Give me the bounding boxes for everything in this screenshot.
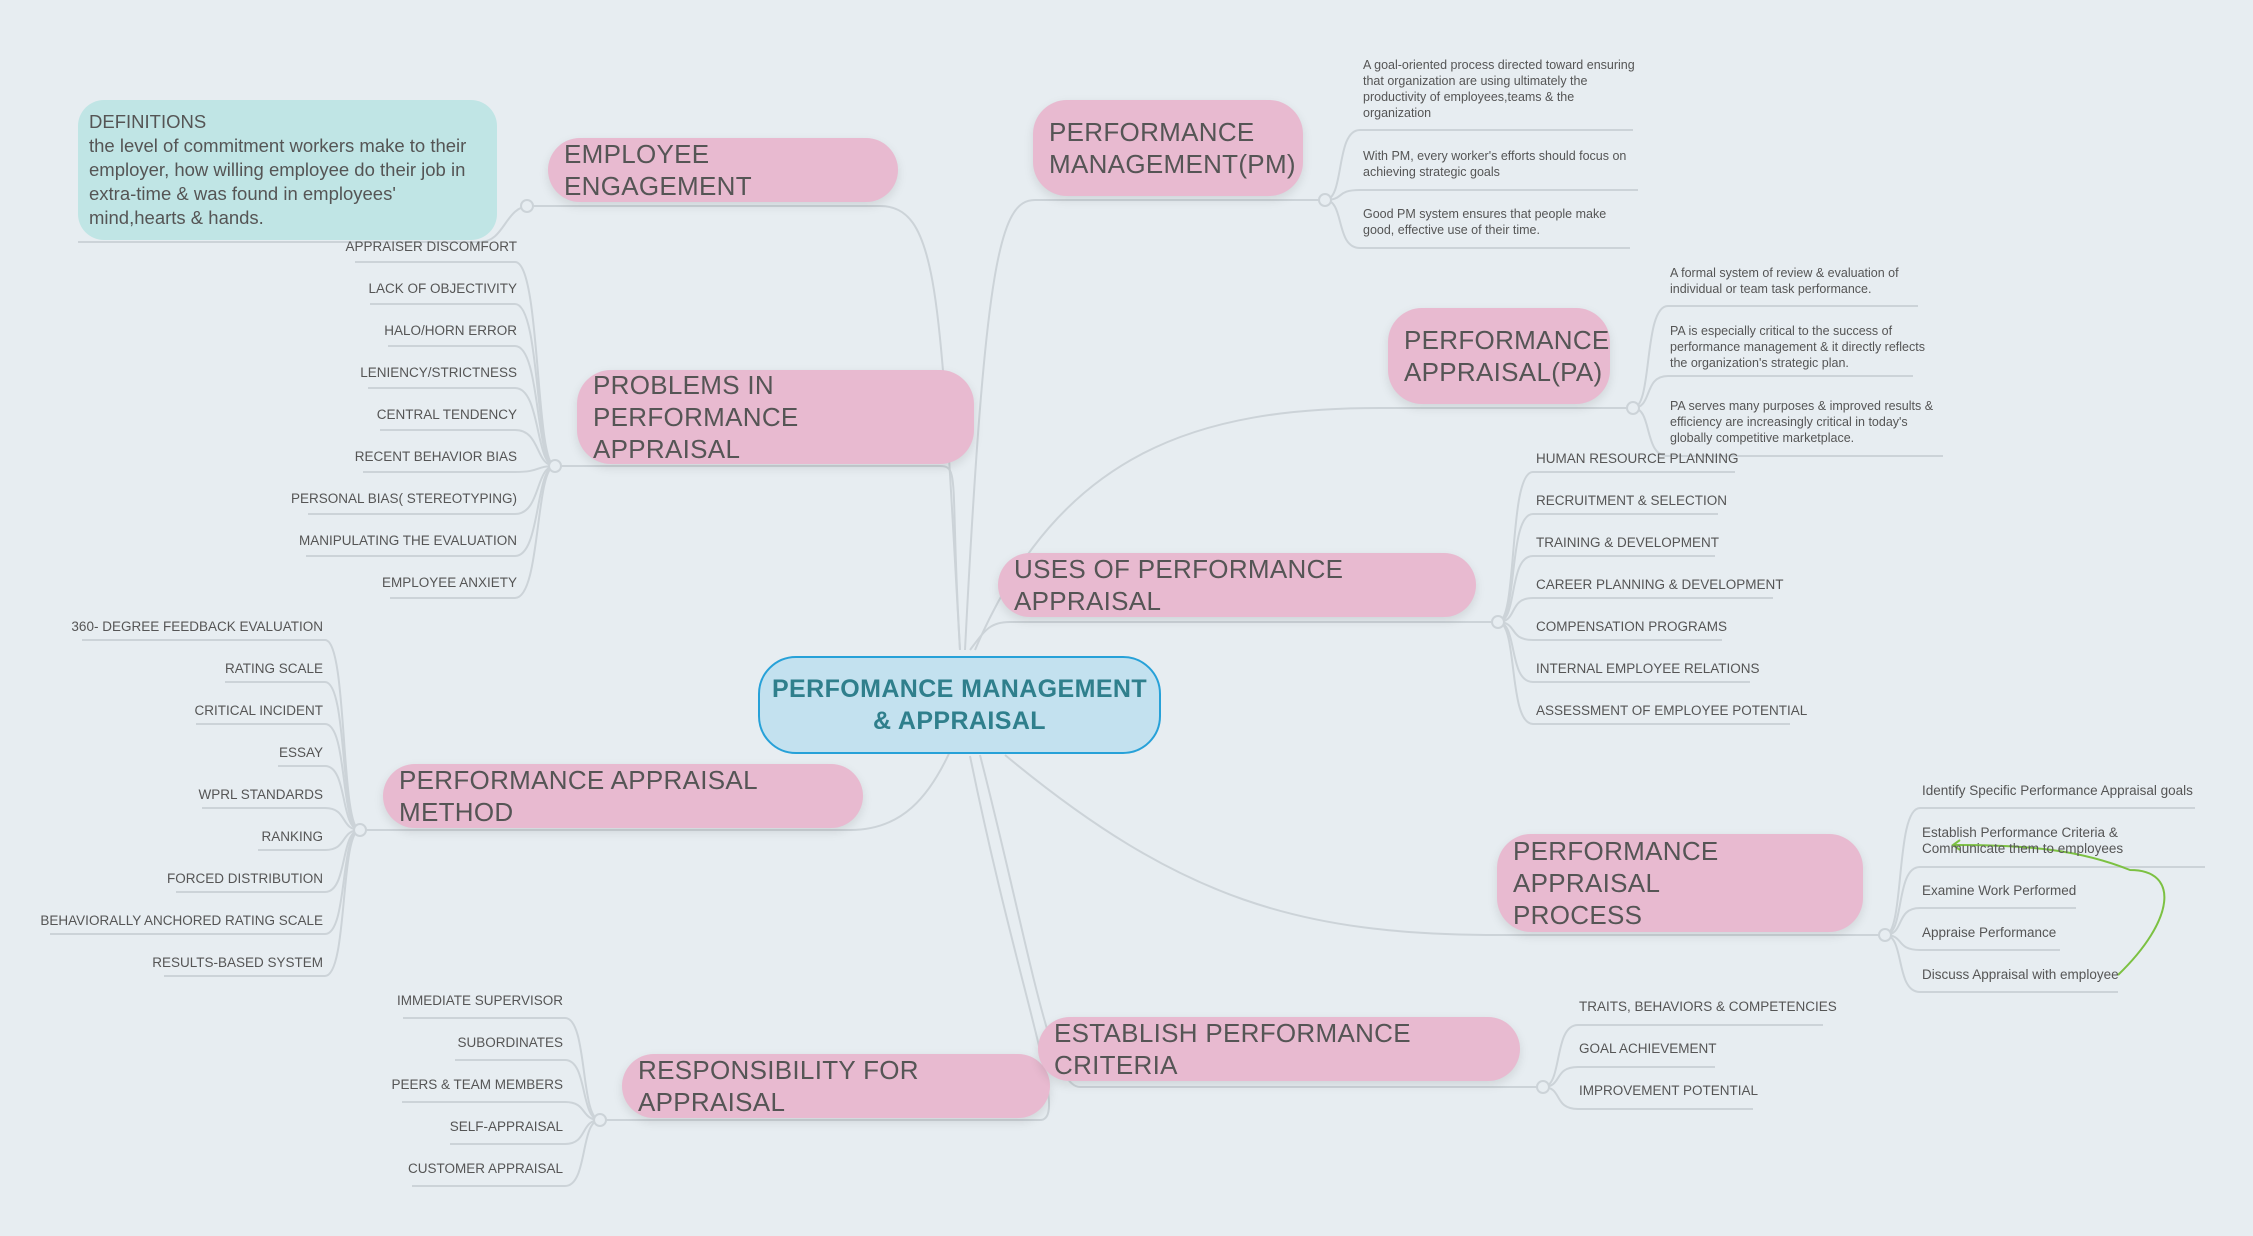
topic-performance-management[interactable]: PERFORMANCE MANAGEMENT(PM): [1033, 100, 1303, 196]
criteria-item[interactable]: IMPROVEMENT POTENTIAL: [1579, 1083, 1759, 1098]
definition-text: the level of commitment workers make to …: [89, 135, 467, 228]
problem-item[interactable]: HALO/HORN ERROR: [384, 323, 517, 338]
topic-establish-performance-criteria[interactable]: ESTABLISH PERFORMANCE CRITERIA: [1038, 1017, 1520, 1081]
use-item[interactable]: HUMAN RESOURCE PLANNING: [1536, 451, 1739, 466]
problem-item[interactable]: CENTRAL TENDENCY: [376, 407, 517, 422]
topic-performance-appraisal-process[interactable]: PERFORMANCE APPRAISAL PROCESS: [1497, 834, 1863, 932]
process-step[interactable]: Identify Specific Performance Appraisal …: [1922, 783, 2193, 798]
topic-employee-engagement[interactable]: EMPLOYEE ENGAGEMENT: [548, 138, 898, 202]
use-item[interactable]: COMPENSATION PROGRAMS: [1536, 619, 1728, 634]
method-item[interactable]: 360- DEGREE FEEDBACK EVALUATION: [71, 619, 323, 634]
method-item[interactable]: RESULTS-BASED SYSTEM: [152, 955, 323, 970]
method-item[interactable]: WPRL STANDARDS: [198, 787, 323, 802]
topic-performance-appraisal-method[interactable]: PERFORMANCE APPRAISAL METHOD: [383, 764, 863, 828]
responsibility-item[interactable]: IMMEDIATE SUPERVISOR: [396, 993, 563, 1008]
branch-line-pm: [964, 199, 1325, 651]
responsibility-item[interactable]: CUSTOMER APPRAISAL: [407, 1161, 563, 1176]
problem-item[interactable]: LENIENCY/STRICTNESS: [360, 365, 517, 380]
topic-problems-in-performance-appraisal[interactable]: PROBLEMS IN PERFORMANCE APPRAISAL: [577, 370, 974, 464]
method-item[interactable]: RATING SCALE: [224, 661, 323, 676]
method-item[interactable]: CRITICAL INCIDENT: [194, 703, 323, 718]
criteria-item[interactable]: GOAL ACHIEVEMENT: [1579, 1041, 1717, 1056]
definition-note[interactable]: DEFINITIONS the level of commitment work…: [78, 100, 497, 240]
pa-description[interactable]: PA is especially critical to the success…: [1670, 324, 1925, 370]
responsibility-item[interactable]: SUBORDINATES: [457, 1035, 563, 1050]
problem-item[interactable]: RECENT BEHAVIOR BIAS: [354, 449, 517, 464]
method-item[interactable]: ESSAY: [278, 745, 323, 760]
branch-line-process: [1004, 754, 1885, 936]
method-item[interactable]: FORCED DISTRIBUTION: [166, 871, 323, 886]
use-item[interactable]: ASSESSMENT OF EMPLOYEE POTENTIAL: [1536, 703, 1808, 718]
branch-line-criteria: [979, 754, 1543, 1088]
criteria-item[interactable]: TRAITS, BEHAVIORS & COMPETENCIES: [1579, 999, 1837, 1014]
method-item[interactable]: RANKING: [261, 829, 323, 844]
problem-item[interactable]: MANIPULATING THE EVALUATION: [298, 533, 517, 548]
use-item[interactable]: RECRUITMENT & SELECTION: [1536, 493, 1728, 508]
use-item[interactable]: CAREER PLANNING & DEVELOPMENT: [1536, 577, 1784, 592]
branch-line-responsibility: [600, 755, 1050, 1121]
branch-line-methods: [360, 739, 956, 831]
central-topic[interactable]: PERFOMANCE MANAGEMENT & APPRAISAL: [758, 656, 1161, 754]
branch-line-employee-engagement: [530, 205, 961, 651]
pm-description[interactable]: With PM, every worker's efforts should f…: [1363, 149, 1627, 179]
definition-heading: DEFINITIONS: [89, 111, 207, 132]
topic-uses-of-performance-appraisal[interactable]: USES OF PERFORMANCE APPRAISAL: [998, 553, 1476, 617]
problem-item[interactable]: APPRAISER DISCOMFORT: [345, 239, 517, 254]
process-step[interactable]: Appraise Performance: [1922, 925, 2057, 940]
problem-item[interactable]: EMPLOYEE ANXIETY: [381, 575, 517, 590]
branch-line-uses: [969, 621, 1498, 651]
topic-responsibility-for-appraisal[interactable]: RESPONSIBILITY FOR APPRAISAL: [622, 1054, 1050, 1118]
use-item[interactable]: INTERNAL EMPLOYEE RELATIONS: [1536, 661, 1760, 676]
pm-description[interactable]: A goal-oriented process directed toward …: [1363, 58, 1635, 120]
problem-item[interactable]: PERSONAL BIAS( STEREOTYPING): [290, 491, 517, 506]
problem-item[interactable]: LACK OF OBJECTIVITY: [368, 281, 517, 296]
responsibility-item[interactable]: SELF-APPRAISAL: [449, 1119, 563, 1134]
use-item[interactable]: TRAINING & DEVELOPMENT: [1536, 535, 1720, 550]
process-step[interactable]: Establish Performance Criteria & Communi…: [1922, 825, 2124, 856]
method-item[interactable]: BEHAVIORALLY ANCHORED RATING SCALE: [40, 913, 323, 928]
topic-performance-appraisal[interactable]: PERFORMANCE APPRAISAL(PA): [1388, 308, 1610, 404]
process-step[interactable]: Discuss Appraisal with employee: [1922, 967, 2119, 982]
responsibility-item[interactable]: PEERS & TEAM MEMBERS: [391, 1077, 563, 1092]
branch-line-problems: [555, 465, 961, 651]
pa-description[interactable]: A formal system of review & evaluation o…: [1670, 266, 1899, 296]
pa-description[interactable]: PA serves many purposes & improved resul…: [1670, 399, 1934, 445]
process-step[interactable]: Examine Work Performed: [1922, 883, 2077, 898]
pm-description[interactable]: Good PM system ensures that people make …: [1363, 207, 1607, 237]
